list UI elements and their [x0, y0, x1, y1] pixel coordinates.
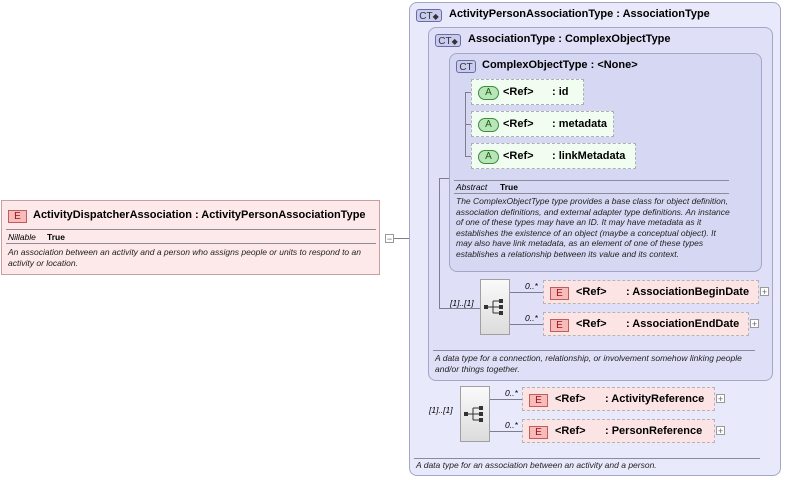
sequence-cardinality: [1]..[1] [450, 298, 474, 308]
root-element-name: ActivityDispatcherAssociation : Activity… [33, 209, 366, 221]
sequence-compositor[interactable] [460, 386, 490, 442]
element-badge-icon: E [8, 210, 27, 223]
association-type-documentation: A data type for a connection, relationsh… [435, 353, 742, 374]
expand-icon[interactable]: + [760, 287, 769, 297]
element-badge-icon: E [529, 394, 548, 407]
element-ref: <Ref> [576, 286, 607, 298]
sequence-compositor[interactable] [480, 279, 510, 335]
element-cardinality: 0..* [525, 313, 538, 323]
collapse-icon[interactable]: − [385, 234, 394, 244]
root-element-box[interactable]: E ActivityDispatcherAssociation : Activi… [1, 200, 380, 275]
complex-object-type-documentation: The ComplexObjectType type provides a ba… [456, 196, 730, 259]
divider [433, 350, 755, 351]
element-ref: <Ref> [576, 318, 607, 330]
connector-line [439, 178, 455, 179]
element-cardinality: 0..* [505, 388, 518, 398]
complex-type-badge-icon: CT [456, 60, 476, 73]
nillable-label: Nillable [8, 232, 36, 242]
attribute-link-metadata[interactable]: A <Ref> : linkMetadata [471, 143, 636, 169]
attribute-name: : id [552, 86, 569, 98]
root-element-documentation: An association between an activity and a… [8, 247, 361, 268]
divider [454, 193, 729, 194]
element-name: : PersonReference [605, 425, 703, 437]
connector-line [465, 156, 471, 157]
abstract-label: Abstract [456, 182, 488, 192]
attribute-badge-icon: A [478, 118, 499, 132]
sequence-icon [464, 406, 483, 422]
element-cardinality: 0..* [525, 281, 538, 291]
element-badge-icon: E [550, 287, 569, 300]
attribute-ref: <Ref> [503, 118, 534, 130]
element-badge-icon: E [529, 426, 548, 439]
complex-object-type-title: ComplexObjectType : <None> [482, 59, 638, 71]
divider [454, 180, 729, 181]
element-association-begin-date[interactable]: E <Ref> : AssociationBeginDate [543, 280, 759, 304]
attribute-badge-icon: A [478, 150, 499, 164]
expand-icon[interactable]: + [716, 426, 725, 436]
attribute-name: : metadata [552, 118, 608, 130]
activity-person-type-title: ActivityPersonAssociationType : Associat… [449, 8, 710, 20]
element-person-reference[interactable]: E <Ref> : PersonReference [522, 419, 715, 443]
element-name: : AssociationEndDate [626, 318, 740, 330]
connector-line [465, 92, 471, 93]
attribute-metadata[interactable]: A <Ref> : metadata [471, 111, 614, 137]
activity-person-type-documentation: A data type for an association between a… [416, 460, 657, 470]
attribute-badge-icon: A [478, 86, 499, 100]
element-ref: <Ref> [555, 425, 586, 437]
association-type-title: AssociationType : ComplexObjectType [468, 33, 671, 45]
complex-type-badge-icon: CT◆ [435, 34, 461, 47]
attribute-ref: <Ref> [503, 150, 534, 162]
connector-line [490, 431, 522, 432]
expand-icon[interactable]: + [750, 319, 759, 329]
connector-line [510, 292, 543, 293]
connector-line [439, 178, 440, 308]
attribute-ref: <Ref> [503, 86, 534, 98]
expand-icon[interactable]: + [716, 394, 725, 404]
divider [414, 458, 760, 459]
complex-object-type-box[interactable]: CT ComplexObjectType : <None> A <Ref> : … [449, 53, 762, 272]
element-association-end-date[interactable]: E <Ref> : AssociationEndDate [543, 312, 749, 336]
element-cardinality: 0..* [505, 420, 518, 430]
attribute-name: : linkMetadata [552, 150, 626, 162]
abstract-value: True [500, 182, 518, 192]
nillable-value: True [47, 232, 65, 242]
connector-line [394, 238, 420, 239]
divider [6, 243, 376, 244]
connector-line [439, 308, 481, 309]
element-name: : ActivityReference [605, 393, 705, 405]
connector-line [490, 399, 522, 400]
element-ref: <Ref> [555, 393, 586, 405]
attribute-id[interactable]: A <Ref> : id [471, 79, 584, 105]
sequence-cardinality: [1]..[1] [429, 405, 453, 415]
complex-type-badge-icon: CT◆ [416, 9, 442, 22]
element-activity-reference[interactable]: E <Ref> : ActivityReference [522, 387, 715, 411]
element-name: : AssociationBeginDate [626, 286, 750, 298]
element-badge-icon: E [550, 319, 569, 332]
connector-line [510, 324, 543, 325]
sequence-icon [484, 299, 503, 315]
connector-line [465, 124, 471, 125]
divider [6, 229, 376, 230]
